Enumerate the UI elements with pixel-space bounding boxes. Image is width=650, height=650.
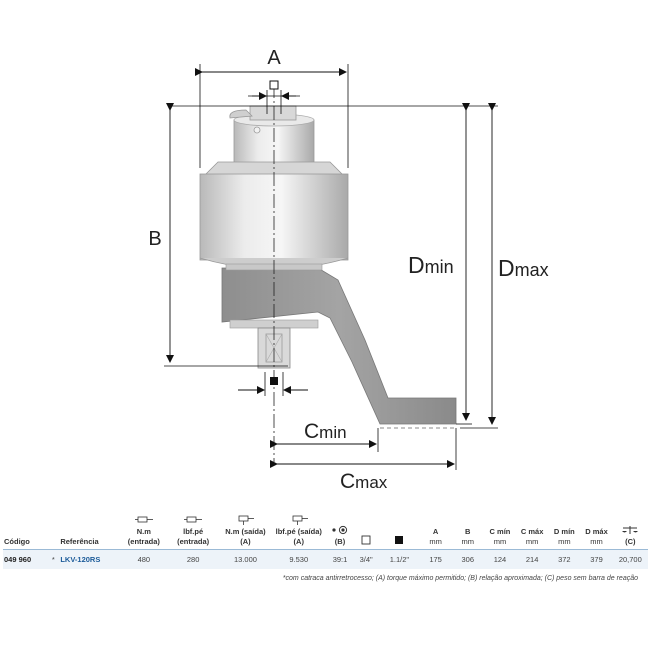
input-torque-wrench-icon: [134, 516, 153, 523]
table-row: 049 960 * LKV-120RS 480 280 13.000 9.530…: [3, 549, 648, 569]
cell-b: 306: [451, 549, 484, 569]
pawl-screw: [253, 126, 261, 134]
square-drive-output-icon: [395, 536, 404, 544]
header-input-square: [353, 515, 380, 550]
square-drive-output-icon: [270, 377, 278, 385]
gear-ratio-icon: [332, 525, 348, 535]
dimension-label-dmax: Dmax: [498, 255, 549, 281]
cell-lbf-output: 9.530: [270, 549, 327, 569]
cell-asterisk: *: [47, 549, 60, 569]
dimension-label-a: A: [267, 47, 281, 69]
cell-dmin: 372: [548, 549, 581, 569]
header-nm-output: N.m (saída) (A): [220, 515, 271, 550]
table-footnote: *com catraca antirretrocesso; (A) torque…: [282, 575, 638, 582]
reaction-arm: [221, 267, 457, 425]
dimension-label-cmin: Cmin: [304, 420, 347, 443]
header-codigo: Código: [3, 515, 48, 550]
cell-cmax: 214: [516, 549, 549, 569]
header-output-square: [379, 515, 420, 550]
dimension-label-cmax: Cmax: [340, 470, 388, 493]
cell-nm-output: 13.000: [220, 549, 271, 569]
cell-nm-input: 480: [121, 549, 166, 569]
scale-weight-icon: [622, 526, 639, 534]
cell-cmin: 124: [483, 549, 517, 569]
output-torque-icon: [292, 515, 308, 525]
dimension-label-b: B: [148, 228, 161, 250]
header-nm-input: N.m (entrada): [121, 515, 166, 550]
cell-output-square: 1.1/2": [379, 549, 420, 569]
cell-lbf-input: 280: [165, 549, 221, 569]
input-torque-wrench-icon: [184, 516, 203, 523]
header-lbf-input: lbf.pé (entrada): [165, 515, 221, 550]
table-header-row: Código Referência N.m (entrada) lbf.pé (…: [3, 515, 648, 550]
cell-dmax: 379: [580, 549, 613, 569]
cell-referencia[interactable]: LKV-120RS: [59, 549, 122, 569]
cell-ratio: 39:1: [326, 549, 354, 569]
header-referencia: Referência: [59, 515, 122, 550]
header-lbf-output: lbf.pé (saída) (A): [270, 515, 327, 550]
cell-input-square: 3/4": [353, 549, 380, 569]
specification-table: Código Referência N.m (entrada) lbf.pé (…: [0, 515, 650, 569]
square-drive-input-icon: [361, 535, 371, 545]
header-ratio: (B): [326, 515, 354, 550]
ratchet-pawl: [229, 109, 253, 119]
dimension-label-dmin: Dmin: [408, 252, 454, 278]
torque-multiplier-diagram: A B Dmin Dmax Cmin Cmax: [148, 47, 549, 493]
header-weight: (C): [612, 515, 648, 550]
cell-a: 175: [419, 549, 452, 569]
square-drive-input-icon: [269, 80, 279, 90]
output-torque-icon: [239, 515, 255, 525]
input-knob: [249, 105, 297, 121]
cell-weight: 20,700: [612, 549, 648, 569]
cell-codigo: 049 960: [3, 549, 48, 569]
